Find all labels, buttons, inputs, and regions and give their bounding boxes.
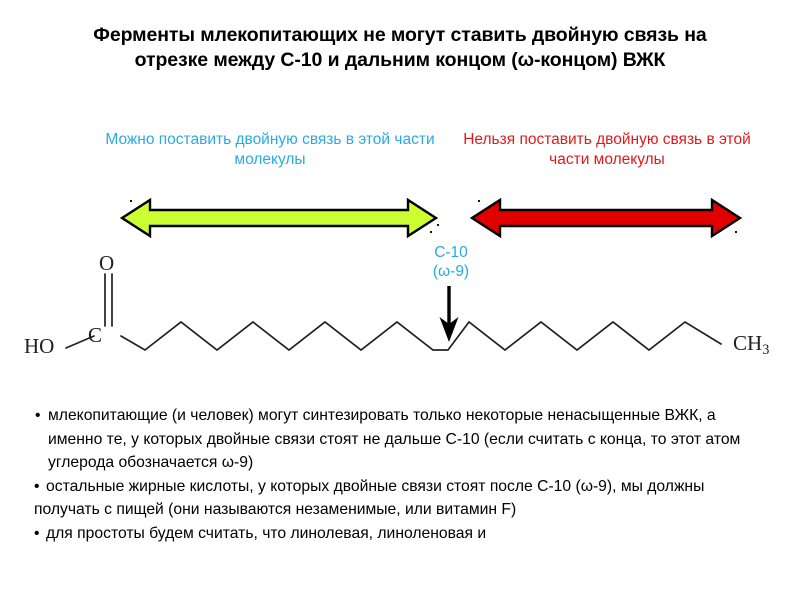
list-item: для простоты будем считать, что линолева…: [34, 522, 766, 546]
page-title: Ферменты млекопитающих не могут ставить …: [93, 24, 707, 71]
label-hydroxyl: HO: [24, 334, 55, 358]
list-item: остальные жирные кислоты, у которых двой…: [34, 475, 766, 522]
c10-pointer-arrow-icon: [436, 284, 462, 346]
list-item-text: остальные жирные кислоты, у которых двой…: [34, 477, 705, 519]
list-item-text: млекопитающие (и человек) могут синтезир…: [48, 407, 741, 472]
allowed-range-arrow: [120, 196, 438, 240]
annotation-c10-line2: (ω-9): [432, 263, 470, 280]
list-item-text: для простоты будем считать, что линолева…: [46, 524, 487, 542]
label-carboxyl-carbon: C: [88, 323, 103, 347]
carbon-chain-zigzag: [120, 320, 722, 352]
forbidden-range-arrow: [470, 196, 742, 240]
bond-ho-c: [65, 335, 95, 349]
arrow-corner-tick: [430, 231, 432, 233]
forbidden-arrow-shape: [470, 197, 742, 239]
allowed-arrow-shape: [120, 197, 438, 239]
arrow-corner-tick: [130, 200, 132, 202]
annotation-c10: С-10 (ω-9): [396, 243, 506, 281]
label-methyl-terminus: CH3: [733, 331, 769, 359]
arrow-corner-tick: [478, 200, 480, 202]
arrow-corner-tick: [735, 231, 737, 233]
label-carbonyl-oxygen: O: [99, 251, 115, 275]
label-methyl-subscript: 3: [762, 341, 770, 358]
list-item: млекопитающие (и человек) могут синтезир…: [34, 404, 766, 475]
label-methyl-text: CH: [733, 331, 763, 355]
caption-allowed-region: Можно поставить двойную связь в этой час…: [105, 131, 435, 168]
body-bullet-list: млекопитающие (и человек) могут синтезир…: [34, 404, 766, 546]
caption-forbidden-region: Нельзя поставить двойную связь в этой ча…: [463, 131, 751, 168]
annotation-c10-line1: С-10: [434, 244, 468, 261]
fatty-acid-structure: [0, 244, 800, 374]
arrow-corner-tick: [437, 224, 439, 226]
